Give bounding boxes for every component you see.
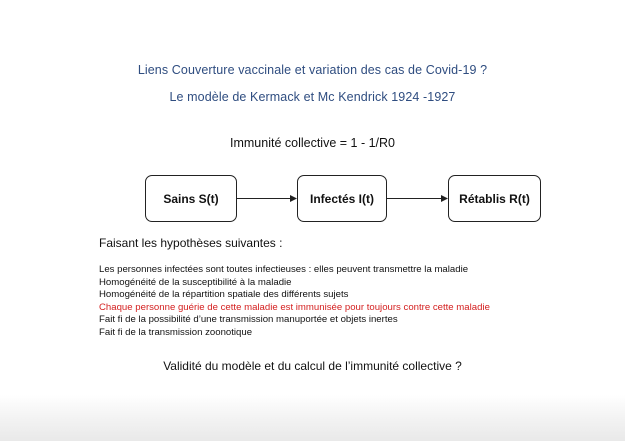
slide-subtitle: Le modèle de Kermack et Mc Kendrick 1924… bbox=[169, 90, 456, 104]
hypotheses-list: Les personnes infectées sont toutes infe… bbox=[99, 264, 490, 340]
hypothesis-item: Homogénéité de la répartition spatiale d… bbox=[99, 289, 349, 301]
hypothesis-item-highlighted: Chaque personne guérie de cette maladie … bbox=[99, 301, 490, 313]
recovered-box: Rétablis R(t) bbox=[448, 175, 541, 222]
hypothesis-item: Fait fi de la transmission zoonotique bbox=[99, 326, 253, 338]
herd-immunity-formula: Immunité collective = 1 - 1/R0 bbox=[230, 136, 395, 150]
susceptible-box: Sains S(t) bbox=[145, 175, 237, 222]
hypotheses-intro: Faisant les hypothèses suivantes : bbox=[99, 236, 283, 250]
hypothesis-item: Homogénéité de la susceptibilité à la ma… bbox=[99, 276, 292, 288]
closing-question: Validité du modèle et du calcul de l’imm… bbox=[163, 359, 462, 373]
hypothesis-item: Fait fi de la possibilité d’une transmis… bbox=[99, 314, 398, 326]
infected-box: Infectés I(t) bbox=[297, 175, 387, 222]
hypothesis-item: Les personnes infectées sont toutes infe… bbox=[99, 264, 469, 275]
slide-title: Liens Couverture vaccinale et variation … bbox=[137, 63, 488, 77]
